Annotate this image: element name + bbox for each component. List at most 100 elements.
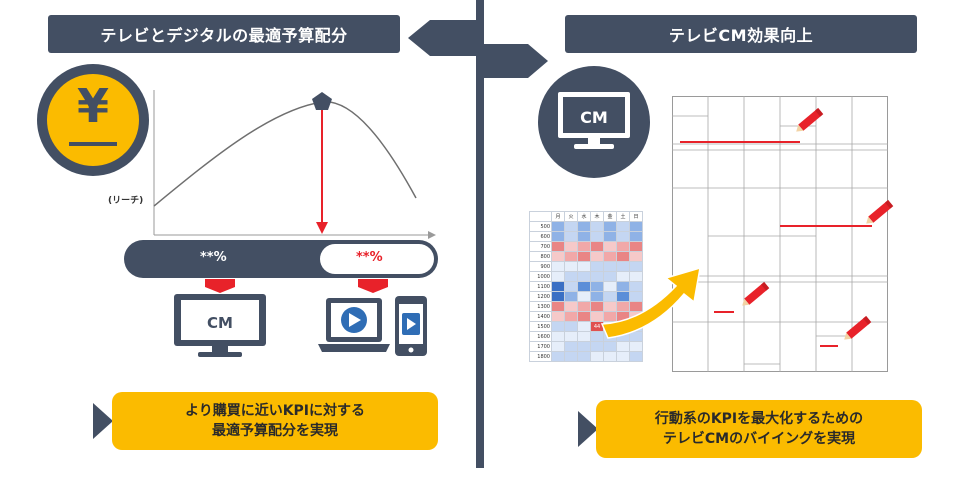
- connector-tab-tv: [205, 279, 235, 293]
- divider-signpost: [408, 0, 548, 468]
- heatmap-cell: [564, 261, 578, 272]
- heatmap-cell: [564, 241, 578, 252]
- heatmap-cell: [577, 281, 591, 292]
- yen-coin-icon: [37, 64, 149, 176]
- pencil-icon: [866, 199, 894, 224]
- heatmap-cell: [629, 341, 643, 352]
- heatmap-cell: [564, 251, 578, 262]
- heatmap-cell: [564, 311, 578, 322]
- yen-symbol: ¥: [76, 79, 109, 133]
- heatmap-cell: [577, 341, 591, 352]
- heatmap-cell: [590, 241, 604, 252]
- heatmap-cell: [577, 331, 591, 342]
- heatmap-cell: [616, 341, 630, 352]
- heatmap-cell: [564, 351, 578, 362]
- heatmap-hour-label: 900: [529, 261, 552, 272]
- heatmap-hour-label: 1100: [529, 281, 552, 292]
- heatmap-hour-label: 800: [529, 251, 552, 262]
- heatmap-day-header: 日: [629, 211, 643, 222]
- left-callout-line1: より購買に近いKPIに対する: [184, 403, 366, 419]
- heatmap-cell: [564, 341, 578, 352]
- heatmap-hour-label: 1200: [529, 291, 552, 302]
- heatmap-cell: [590, 221, 604, 232]
- left-banner: テレビとデジタルの最適予算配分: [48, 15, 400, 53]
- left-callout: より購買に近いKPIに対する 最適予算配分を実現: [112, 392, 438, 450]
- heatmap-cell: [564, 331, 578, 342]
- reach-axis-label: (リーチ): [108, 196, 144, 206]
- heatmap-day-header: 水: [577, 211, 591, 222]
- left-callout-arrow: [93, 403, 113, 439]
- heatmap-cell: [551, 341, 565, 352]
- cm-tv-circle-icon: [538, 66, 650, 178]
- heatmap-cell: [616, 221, 630, 232]
- heatmap-day-header: 金: [603, 211, 617, 222]
- right-banner-title: テレビCM効果向上: [668, 26, 814, 45]
- heatmap-cell: [577, 351, 591, 362]
- heatmap-cell: [590, 351, 604, 362]
- right-callout: 行動系のKPIを最大化するための テレビCMのバイイングを実現: [596, 400, 922, 458]
- heatmap-cell: [551, 241, 565, 252]
- heatmap-cell: [564, 321, 578, 332]
- heatmap-hour-label: 500: [529, 221, 552, 232]
- heatmap-day-header: 土: [616, 211, 630, 222]
- heatmap-cell: [577, 221, 591, 232]
- left-callout-line2: 最適予算配分を実現: [212, 423, 338, 439]
- right-callout-arrow: [578, 411, 598, 447]
- heatmap-cell: [603, 251, 617, 262]
- heatmap-hour-label: 1600: [529, 331, 552, 342]
- heatmap-cell: [564, 301, 578, 312]
- heatmap-day-header: 木: [590, 211, 604, 222]
- pencil-icon: [844, 315, 872, 340]
- heatmap-cell: [629, 251, 643, 262]
- heatmap-cell: [577, 321, 591, 332]
- heatmap-cell: [551, 321, 565, 332]
- heatmap-cell: [551, 231, 565, 242]
- heatmap-cell: [577, 301, 591, 312]
- heatmap-hour-label: 1000: [529, 271, 552, 282]
- improvement-arrow: [600, 266, 701, 339]
- heatmap-cell: [603, 231, 617, 242]
- heatmap-cell: [551, 311, 565, 322]
- heatmap-hour-label: 1800: [529, 351, 552, 362]
- heatmap-cell: [564, 291, 578, 302]
- digital-share-value: **%: [356, 250, 383, 265]
- heatmap-cell: [577, 291, 591, 302]
- tv-monitor-label: CM: [207, 314, 233, 332]
- right-callout-line2: テレビCMのバイイングを実現: [662, 431, 856, 447]
- heatmap-cell: [590, 251, 604, 262]
- pencil-icon: [796, 107, 824, 132]
- heatmap-cell: [590, 231, 604, 242]
- heatmap-cell: [551, 281, 565, 292]
- heatmap-day-header: 火: [564, 211, 578, 222]
- heatmap-cell: [577, 311, 591, 322]
- heatmap-cell: [551, 301, 565, 312]
- heatmap-cell: [564, 231, 578, 242]
- heatmap-hour-label: 1300: [529, 301, 552, 312]
- heatmap-cell: [603, 221, 617, 232]
- tv-schedule-grid: [672, 96, 888, 372]
- left-banner-title: テレビとデジタルの最適予算配分: [100, 26, 348, 45]
- tv-monitor-icon: [174, 294, 266, 357]
- connector-tab-digital: [358, 279, 388, 293]
- heatmap-corner: [529, 211, 552, 222]
- heatmap-cell: [616, 251, 630, 262]
- heatmap-cell: [629, 231, 643, 242]
- heatmap-cell: [577, 251, 591, 262]
- heatmap-hour-label: 600: [529, 231, 552, 242]
- heatmap-cell: [564, 271, 578, 282]
- right-banner: テレビCM効果向上: [565, 15, 917, 53]
- heatmap-cell: [577, 231, 591, 242]
- heatmap-cell: [551, 251, 565, 262]
- heatmap-cell: [551, 291, 565, 302]
- reach-curve-graph: [153, 90, 436, 239]
- heatmap-cell: [551, 331, 565, 342]
- heatmap-cell: [577, 241, 591, 252]
- budget-pill-digital: [320, 244, 434, 274]
- heatmap-cell: [603, 341, 617, 352]
- heatmap-cell: [551, 221, 565, 232]
- cm-tv-circle-label: CM: [580, 108, 608, 127]
- heatmap-cell: [616, 351, 630, 362]
- heatmap-cell: [590, 341, 604, 352]
- heatmap-cell: [551, 351, 565, 362]
